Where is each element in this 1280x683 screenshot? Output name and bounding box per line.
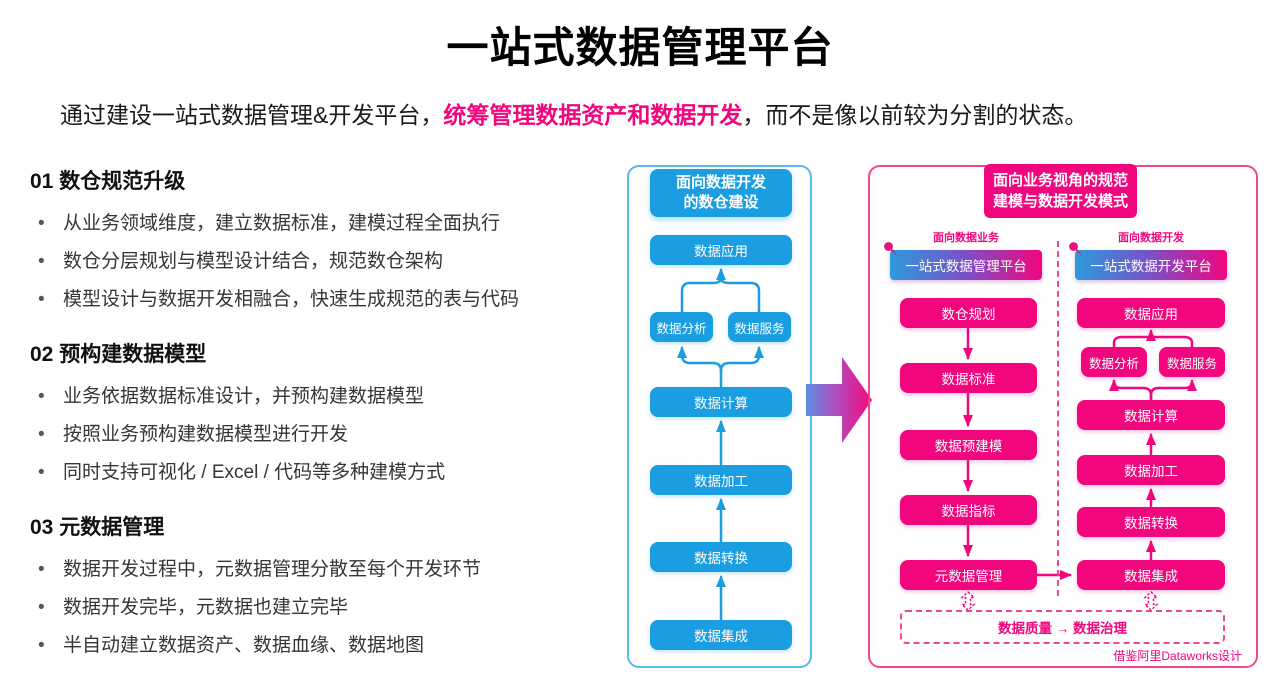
- bullet-list: 数据开发过程中，元数据管理分散至每个开发环节 数据开发完毕，元数据也建立完毕 半…: [30, 557, 610, 659]
- node-data-integration: 数据集成: [1077, 560, 1225, 590]
- bullet-item: 半自动建立数据资产、数据血缘、数据地图: [30, 633, 610, 659]
- dev-column-label: 面向数据开发: [1118, 232, 1184, 244]
- node-data-analysis: 数据分析: [1081, 347, 1147, 377]
- subtitle-post: ，而不是像以前较为分割的状态。: [742, 102, 1088, 128]
- bullet-item: 业务依据数据标准设计，并预构建数据模型: [30, 384, 610, 410]
- node-data-process: 数据加工: [650, 465, 792, 495]
- section-01: 01 数仓规范升级 从业务领域维度，建立数据标准，建模过程全面执行 数仓分层规划…: [30, 165, 610, 313]
- pink-header-line2: 建模与数据开发模式: [992, 193, 1128, 210]
- section-heading: 01 数仓规范升级: [30, 170, 186, 193]
- pushpin-icon: [1069, 242, 1083, 257]
- bullet-item: 数据开发过程中，元数据管理分散至每个开发环节: [30, 557, 610, 583]
- node-metadata-management: 元数据管理: [900, 560, 1037, 590]
- node-data-transform: 数据转换: [650, 542, 792, 572]
- bullet-item: 模型设计与数据开发相融合，快速生成规范的表与代码: [30, 287, 610, 313]
- footnote: 借鉴阿里Dataworks设计: [1113, 649, 1242, 663]
- bullet-list: 业务依据数据标准设计，并预构建数据模型 按照业务预构建数据模型进行开发 同时支持…: [30, 384, 610, 486]
- subtitle: 通过建设一站式数据管理&开发平台，统筹管理数据资产和数据开发，而不是像以前较为分…: [60, 96, 1087, 130]
- node-data-process: 数据加工: [1077, 455, 1225, 485]
- bullet-item: 同时支持可视化 / Excel / 代码等多种建模方式: [30, 460, 610, 486]
- node-data-integration: 数据集成: [650, 620, 792, 650]
- node-data-compute: 数据计算: [650, 387, 792, 417]
- business-platform-bar: 一站式数据管理平台: [884, 242, 1042, 280]
- dev-platform-label: 一站式数据开发平台: [1090, 259, 1212, 274]
- section-heading: 02 预构建数据模型: [30, 343, 207, 366]
- blue-diagram: 面向数据开发 的数仓建设 数据应用 数据分析 数据服务 数据计算 数据加工 数据…: [627, 165, 812, 668]
- node-data-app: 数据应用: [650, 235, 792, 265]
- business-column-label: 面向数据业务: [933, 232, 999, 244]
- quality-governance-box: 数据质量 → 数据治理: [900, 610, 1225, 644]
- dev-platform-bar: 一站式数据开发平台: [1069, 242, 1227, 280]
- business-platform-label: 一站式数据管理平台: [905, 259, 1027, 274]
- node-warehouse-planning: 数仓规划: [900, 298, 1037, 328]
- section-03: 03 元数据管理 数据开发过程中，元数据管理分散至每个开发环节 数据开发完毕，元…: [30, 511, 610, 659]
- subtitle-pre: 通过建设一站式数据管理&开发平台，: [60, 102, 444, 128]
- bullet-item: 数仓分层规划与模型设计结合，规范数仓架构: [30, 249, 610, 275]
- node-data-transform: 数据转换: [1077, 507, 1225, 537]
- transition-arrow-icon: [806, 357, 872, 443]
- page-title: 一站式数据管理平台: [446, 24, 834, 71]
- left-column: 01 数仓规范升级 从业务领域维度，建立数据标准，建模过程全面执行 数仓分层规划…: [30, 165, 610, 683]
- pushpin-icon: [884, 242, 898, 257]
- node-data-compute: 数据计算: [1077, 400, 1225, 430]
- bullet-item: 从业务领域维度，建立数据标准，建模过程全面执行: [30, 211, 610, 237]
- blue-diagram-header: 面向数据开发 的数仓建设: [650, 169, 792, 217]
- node-data-analysis: 数据分析: [650, 312, 713, 342]
- blue-header-line1: 面向数据开发: [675, 174, 766, 191]
- section-heading: 03 元数据管理: [30, 516, 165, 539]
- pink-diagram: 面向业务视角的规范 建模与数据开发模式 面向数据业务 面向数据开发 一站式数据管…: [868, 164, 1258, 668]
- node-data-premodeling: 数据预建模: [900, 430, 1037, 460]
- bullet-list: 从业务领域维度，建立数据标准，建模过程全面执行 数仓分层规划与模型设计结合，规范…: [30, 211, 610, 313]
- node-data-service: 数据服务: [728, 312, 791, 342]
- bullet-item: 数据开发完毕，元数据也建立完毕: [30, 595, 610, 621]
- section-02: 02 预构建数据模型 业务依据数据标准设计，并预构建数据模型 按照业务预构建数据…: [30, 338, 610, 486]
- blue-header-line2: 的数仓建设: [683, 194, 759, 211]
- pink-header-line1: 面向业务视角的规范: [992, 172, 1128, 189]
- bullet-item: 按照业务预构建数据模型进行开发: [30, 422, 610, 448]
- node-data-standard: 数据标准: [900, 363, 1037, 393]
- subtitle-highlight: 统筹管理数据资产和数据开发: [443, 102, 743, 128]
- node-data-service: 数据服务: [1159, 347, 1225, 377]
- pink-diagram-header: 面向业务视角的规范 建模与数据开发模式: [984, 164, 1137, 218]
- node-data-metrics: 数据指标: [900, 495, 1037, 525]
- column-divider: [1057, 241, 1059, 596]
- node-data-app: 数据应用: [1077, 298, 1225, 328]
